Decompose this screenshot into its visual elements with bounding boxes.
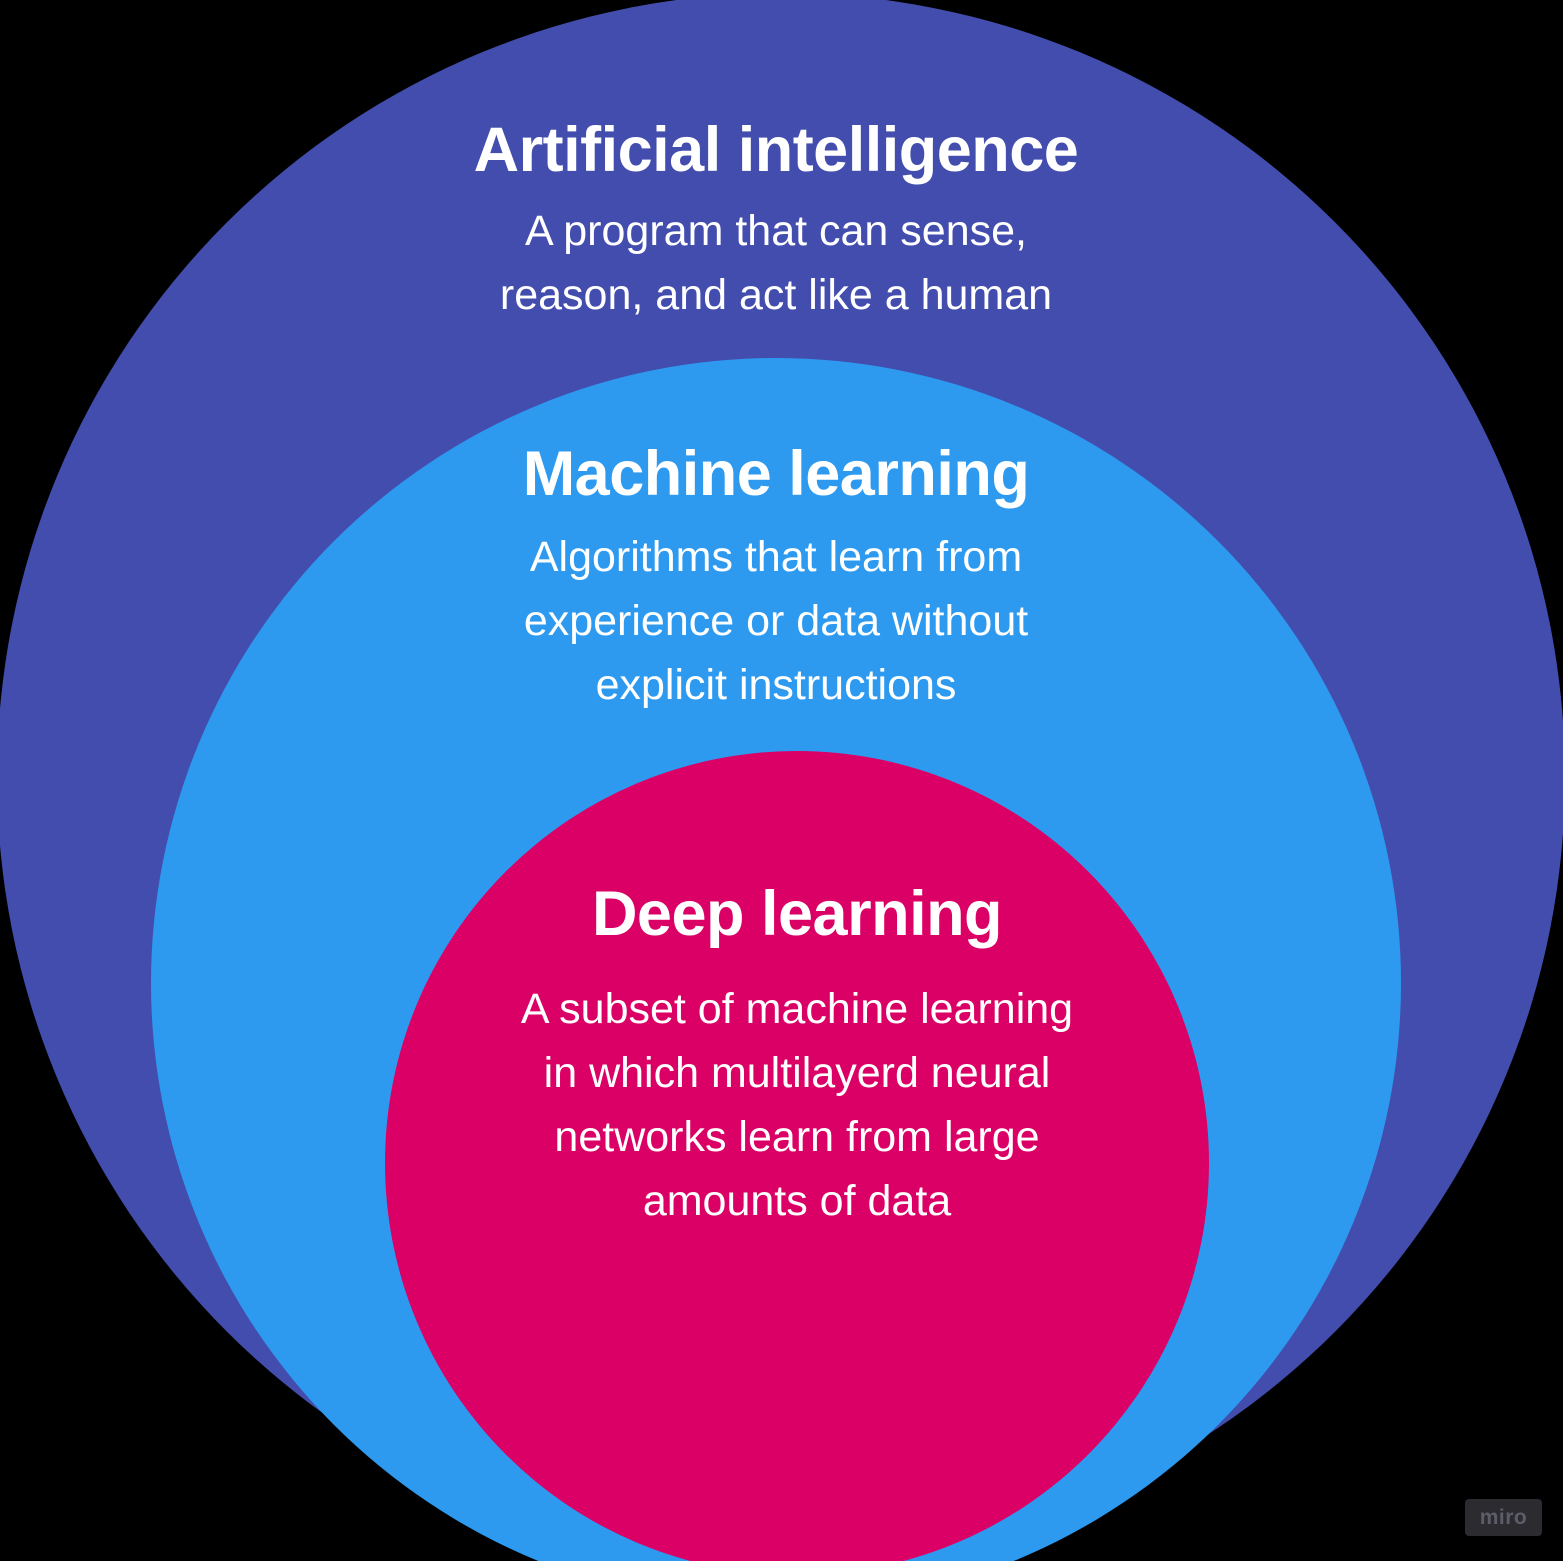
miro-watermark-label: miro bbox=[1479, 1505, 1528, 1529]
miro-watermark-badge[interactable]: miro bbox=[1465, 1499, 1542, 1536]
machine-learning-title: Machine learning bbox=[522, 439, 1030, 509]
deep-learning-description: A subset of machine learning in which mu… bbox=[297, 977, 1297, 1233]
artificial-intelligence-title: Artificial intelligence bbox=[473, 115, 1079, 185]
artificial-intelligence-description: A program that can sense, reason, and ac… bbox=[176, 199, 1376, 327]
deep-learning-description-line: networks learn from large bbox=[554, 1113, 1040, 1161]
machine-learning-description-line: experience or data without bbox=[523, 597, 1029, 645]
deep-learning-circle bbox=[385, 751, 1209, 1561]
deep-learning-description-line: amounts of data bbox=[642, 1177, 952, 1225]
deep-learning-title: Deep learning bbox=[591, 879, 1003, 949]
machine-learning-label: Machine learning Algorithms that learn f… bbox=[176, 436, 1376, 717]
artificial-intelligence-description-line: reason, and act like a human bbox=[499, 271, 1053, 319]
machine-learning-description: Algorithms that learn from experience or… bbox=[176, 525, 1376, 717]
deep-learning-description-line: in which multilayerd neural bbox=[543, 1049, 1051, 1097]
deep-learning-label: Deep learning A subset of machine learni… bbox=[297, 876, 1297, 1233]
machine-learning-description-line: explicit instructions bbox=[595, 661, 957, 709]
artificial-intelligence-description-line: A program that can sense, bbox=[525, 207, 1027, 255]
deep-learning-description-line: A subset of machine learning bbox=[520, 985, 1074, 1033]
artificial-intelligence-label: Artificial intelligence A program that c… bbox=[176, 112, 1376, 327]
machine-learning-description-line: Algorithms that learn from bbox=[529, 533, 1023, 581]
